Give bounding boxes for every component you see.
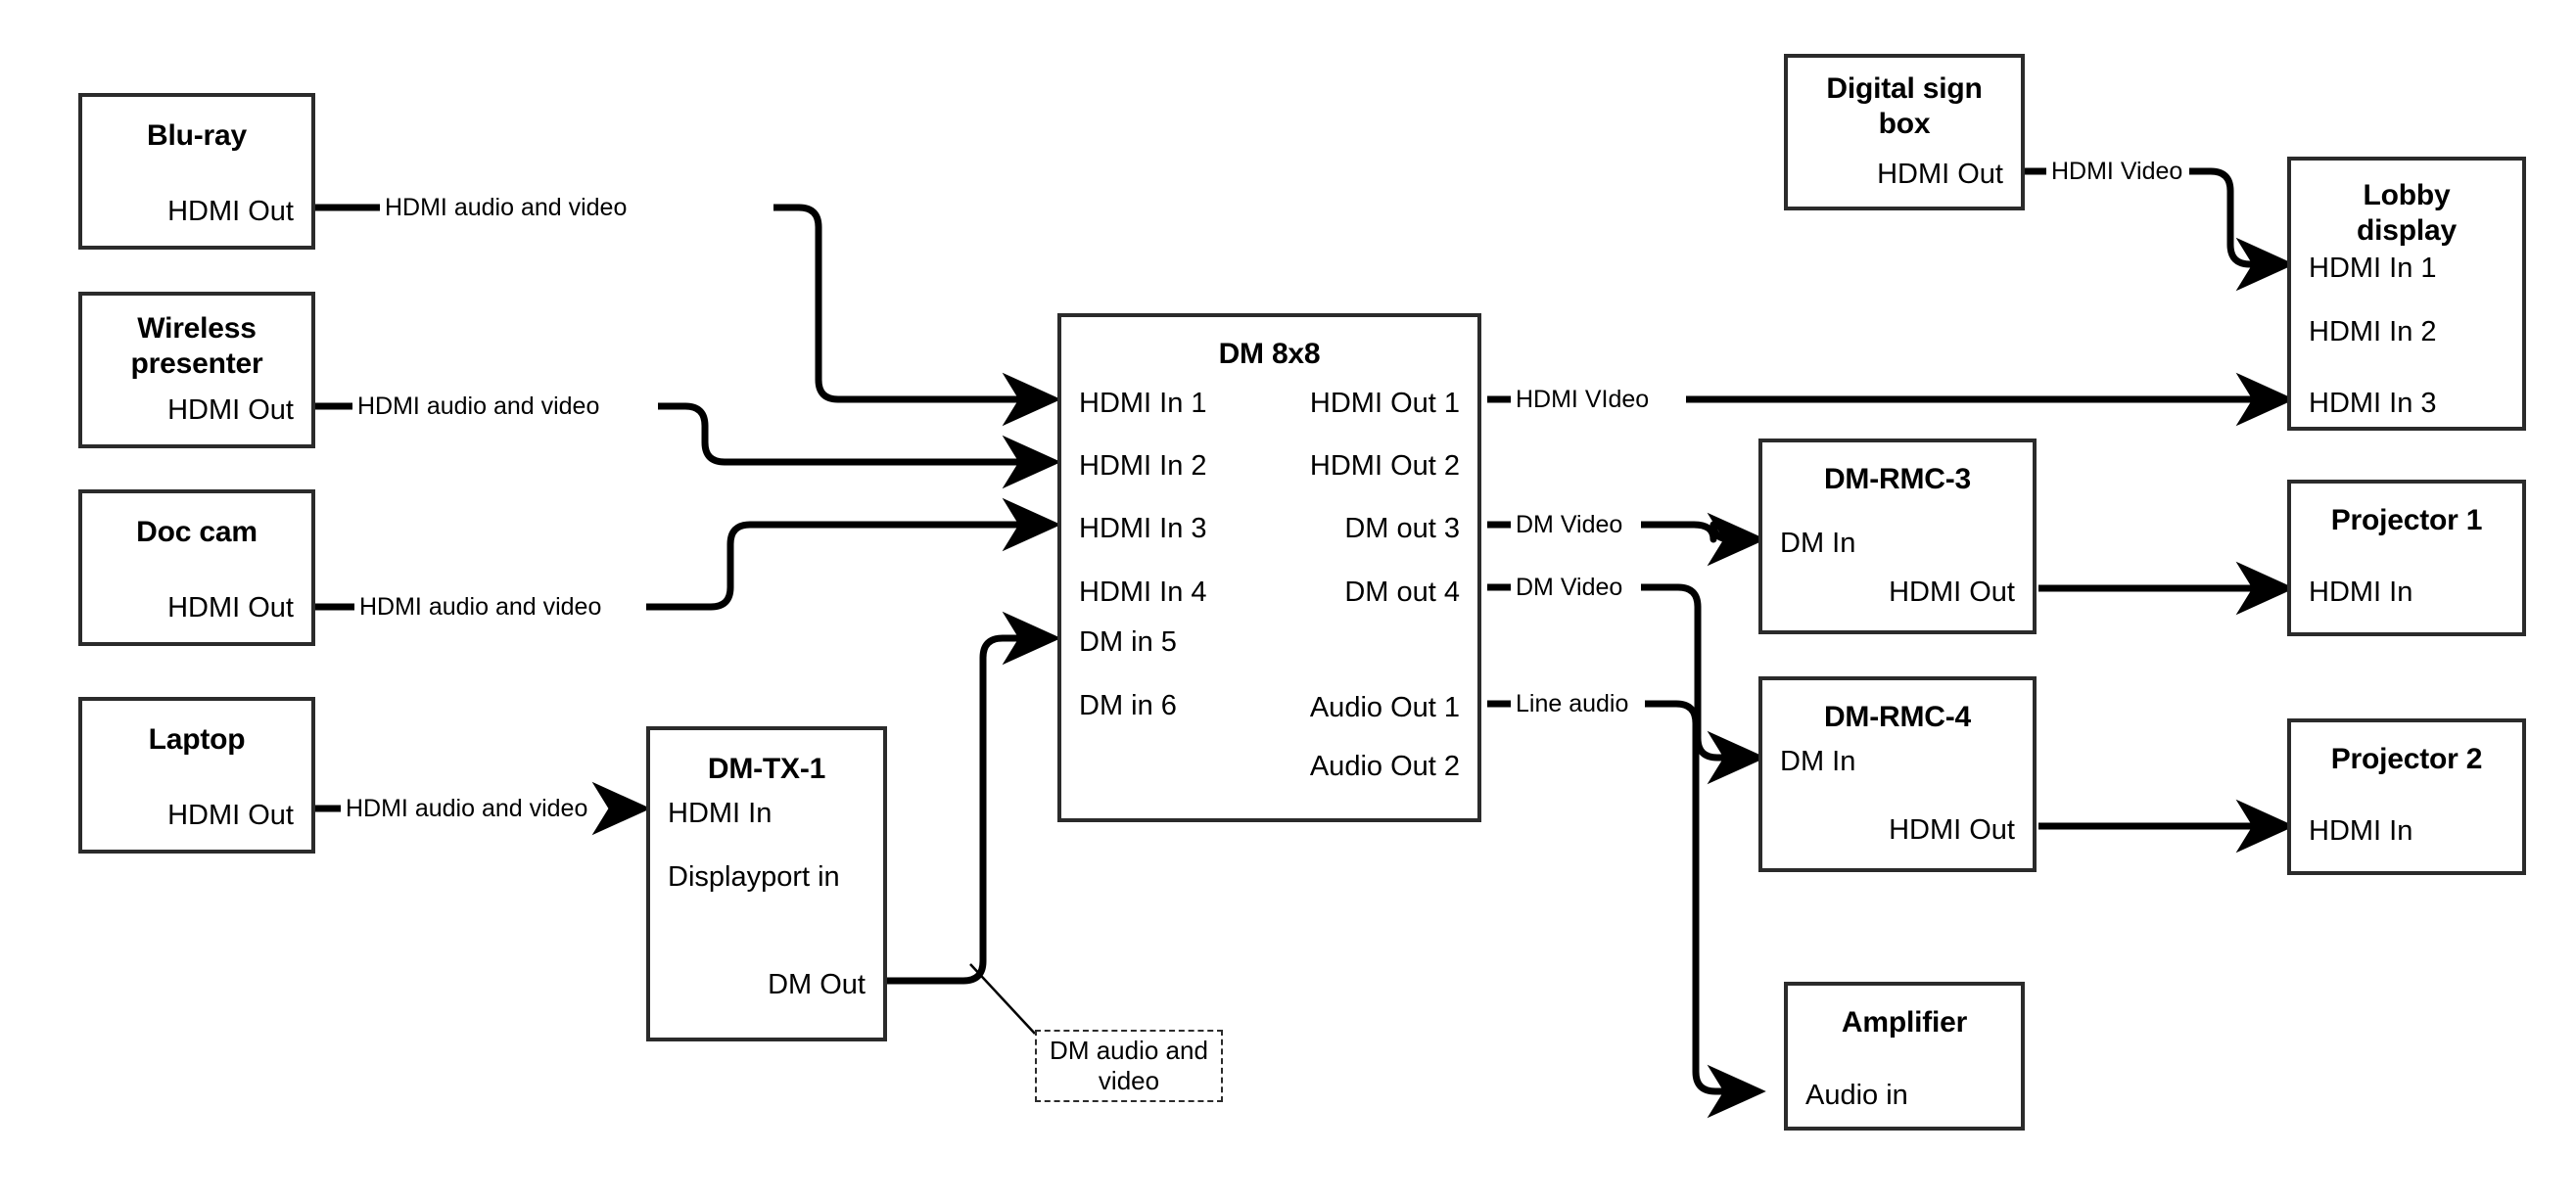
- wire-label-signbox-to-lobby: HDMI Video: [2046, 158, 2188, 185]
- node-bluray-port-hdmi-out: HDMI Out: [167, 196, 294, 227]
- node-dm-tx-1-port-dm-out: DM Out: [768, 969, 866, 1000]
- node-projector-1-title: Projector 1: [2330, 504, 2483, 536]
- node-dm-rmc-4-port-dm-in: DM In: [1780, 746, 1856, 777]
- node-dm-8x8-output-2: HDMI Out 2: [1309, 450, 1460, 482]
- node-lobby-display-title-line1: Lobby: [2363, 179, 2451, 211]
- node-dm-tx-1-port-hdmi-in: HDMI In: [668, 798, 773, 829]
- node-dm-rmc-4[interactable]: DM-RMC-4 DM In HDMI Out: [1758, 676, 2037, 872]
- node-projector-2-title: Projector 2: [2330, 743, 2483, 775]
- note-dm-audio-and-video: DM audio and video: [1035, 1030, 1223, 1102]
- wire-dmout3-to-rmc3-b: [1641, 512, 1766, 567]
- wire-label-hdmiout1-to-lobby: HDMI VIdeo: [1511, 386, 1655, 413]
- node-laptop-port-hdmi-out: HDMI Out: [167, 800, 294, 831]
- wire-label-laptop-to-dmtx: HDMI audio and video: [341, 795, 593, 822]
- node-lobby-display-port-hdmi-in-3: HDMI In 3: [2309, 388, 2437, 419]
- node-lobby-display-port-hdmi-in-1: HDMI In 1: [2309, 253, 2437, 284]
- node-projector-2-port-hdmi-in: HDMI In: [2309, 815, 2413, 847]
- wire-dmtx-to-dm8x8: [887, 611, 1061, 985]
- node-bluray-title: Blu-ray: [147, 119, 247, 152]
- node-wireless-presenter-title-line2: presenter: [130, 347, 263, 380]
- node-dm-rmc-3-port-dm-in: DM In: [1780, 528, 1856, 559]
- node-dm-8x8-output-5: Audio Out 1: [1309, 692, 1460, 723]
- node-dm-rmc-3-title: DM-RMC-3: [1823, 463, 1972, 495]
- node-bluray[interactable]: Blu-ray HDMI Out: [78, 93, 315, 250]
- wire-wireless-to-dm8x8-b: [658, 402, 1061, 489]
- wire-label-dmout3-to-rmc3: DM Video: [1511, 511, 1628, 538]
- node-projector-1[interactable]: Projector 1 HDMI In: [2287, 480, 2526, 636]
- node-dm-8x8-input-5: DM in 5: [1079, 626, 1177, 658]
- node-laptop-title: Laptop: [148, 723, 246, 756]
- node-dm-rmc-3[interactable]: DM-RMC-3 DM In HDMI Out: [1758, 439, 2037, 634]
- node-doc-cam-title: Doc cam: [136, 516, 258, 548]
- node-digital-sign-box-port-hdmi-out: HDMI Out: [1877, 159, 2003, 190]
- node-dm-8x8-output-4: DM out 4: [1344, 577, 1460, 608]
- wire-bluray-to-dm8x8-b: [773, 204, 1061, 427]
- wire-label-wireless-to-dm8x8: HDMI audio and video: [352, 393, 605, 420]
- node-dm-rmc-4-port-hdmi-out: HDMI Out: [1889, 814, 2015, 846]
- node-doc-cam[interactable]: Doc cam HDMI Out: [78, 489, 315, 646]
- node-dm-8x8-input-2: HDMI In 2: [1079, 450, 1207, 482]
- node-digital-sign-box-title-line1: Digital sign: [1826, 72, 1983, 105]
- node-wireless-presenter[interactable]: Wireless presenter HDMI Out: [78, 292, 315, 448]
- node-amplifier[interactable]: Amplifier Audio in: [1784, 982, 2025, 1131]
- node-dm-8x8-input-1: HDMI In 1: [1079, 388, 1207, 419]
- node-dm-8x8[interactable]: DM 8x8 HDMI In 1 HDMI In 2 HDMI In 3 HDM…: [1057, 313, 1481, 822]
- wire-dmout4-to-rmc4-b: [1641, 583, 1766, 785]
- wire-label-doccam-to-dm8x8: HDMI audio and video: [354, 593, 607, 621]
- node-dm-8x8-title: DM 8x8: [1218, 338, 1321, 370]
- wire-audioout1-to-amp-b: [1645, 700, 1766, 1119]
- node-dm-8x8-output-6: Audio Out 2: [1309, 751, 1460, 782]
- wire-signbox-to-lobby-b: [2189, 167, 2295, 292]
- node-dm-8x8-input-4: HDMI In 4: [1079, 577, 1207, 608]
- node-lobby-display[interactable]: Lobby display HDMI In 1 HDMI In 2 HDMI I…: [2287, 157, 2526, 431]
- node-lobby-display-port-hdmi-in-2: HDMI In 2: [2309, 316, 2437, 347]
- node-dm-tx-1-port-displayport-in: Displayport in: [668, 861, 840, 893]
- node-amplifier-title: Amplifier: [1841, 1006, 1968, 1039]
- node-doc-cam-port-hdmi-out: HDMI Out: [167, 592, 294, 624]
- wire-label-audioout1-to-amp: Line audio: [1511, 690, 1634, 717]
- node-dm-8x8-output-1: HDMI Out 1: [1309, 388, 1460, 419]
- node-dm-8x8-input-6: DM in 6: [1079, 690, 1177, 721]
- note-leader-line: [969, 963, 1036, 1035]
- node-dm-rmc-4-title: DM-RMC-4: [1823, 701, 1972, 733]
- node-wireless-presenter-port-hdmi-out: HDMI Out: [167, 394, 294, 426]
- node-dm-tx-1-title: DM-TX-1: [707, 753, 826, 785]
- node-dm-8x8-output-3: DM out 3: [1344, 513, 1460, 544]
- node-dm-tx-1[interactable]: DM-TX-1 HDMI In Displayport in DM Out: [646, 726, 887, 1041]
- node-dm-8x8-input-3: HDMI In 3: [1079, 513, 1207, 544]
- node-dm-rmc-3-port-hdmi-out: HDMI Out: [1889, 577, 2015, 608]
- wire-doccam-to-dm8x8-b: [646, 497, 1061, 611]
- node-projector-2[interactable]: Projector 2 HDMI In: [2287, 718, 2526, 875]
- node-wireless-presenter-title-line1: Wireless: [137, 312, 257, 345]
- node-laptop[interactable]: Laptop HDMI Out: [78, 697, 315, 854]
- node-digital-sign-box-title-line2: box: [1878, 108, 1931, 140]
- wire-label-bluray-to-dm8x8: HDMI audio and video: [380, 194, 632, 221]
- node-projector-1-port-hdmi-in: HDMI In: [2309, 577, 2413, 608]
- wire-label-dmout4-to-rmc4: DM Video: [1511, 574, 1628, 601]
- node-digital-sign-box[interactable]: Digital sign box HDMI Out: [1784, 54, 2025, 210]
- node-lobby-display-title-line2: display: [2357, 214, 2457, 247]
- node-amplifier-port-audio-in: Audio in: [1805, 1080, 1908, 1111]
